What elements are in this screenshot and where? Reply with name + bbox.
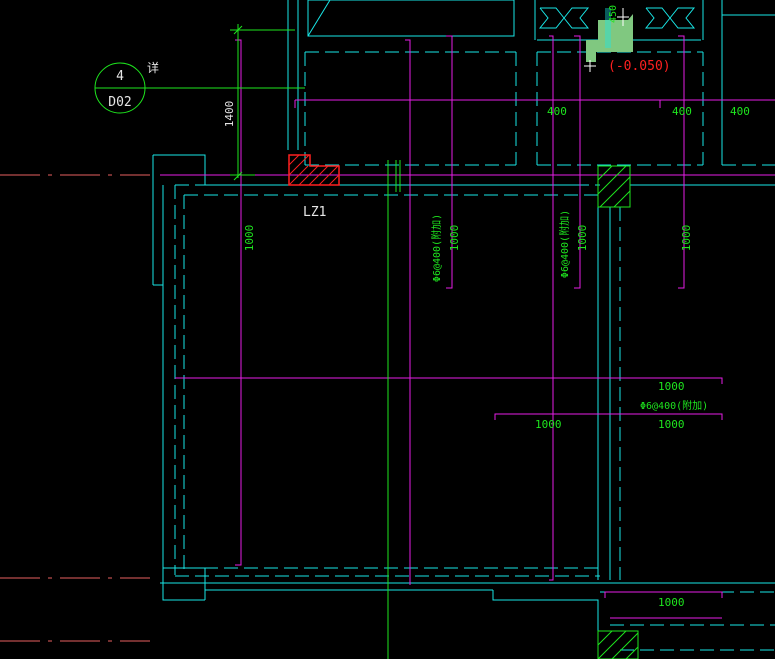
rebar-len-h2: 1000 bbox=[535, 418, 562, 431]
rebar-v-4 bbox=[549, 35, 554, 581]
dim-vertical-1400: 1400 bbox=[223, 101, 236, 128]
zigzag-1 bbox=[538, 7, 590, 29]
col-hatch-7 bbox=[611, 632, 639, 659]
rebar-len-v4: 1000 bbox=[680, 225, 693, 252]
rebar-spec-v2: Φ6@400(附加) bbox=[558, 210, 571, 278]
level-label: (-0.050) bbox=[608, 59, 671, 74]
text-labels: LZ1 (-0.050) 400 400 400 1400 450 1000 1… bbox=[223, 5, 750, 609]
column-hatches bbox=[597, 165, 639, 659]
col-hatch-1 bbox=[597, 165, 613, 181]
wall-left-outer-lower bbox=[153, 284, 205, 601]
wall-top-room-diagonal bbox=[307, 0, 331, 37]
col-hatch-2 bbox=[597, 165, 627, 195]
selection-grip[interactable] bbox=[605, 8, 611, 48]
detail-callout[interactable]: 4 D02 详 bbox=[94, 60, 159, 114]
hatch-4 bbox=[298, 165, 319, 186]
hatch-5 bbox=[308, 165, 329, 186]
rebar-lines bbox=[160, 35, 775, 619]
rebar-len-h3: 1000 bbox=[658, 418, 685, 431]
rebar-v-3 bbox=[446, 35, 453, 289]
col-hatch-3 bbox=[599, 176, 631, 208]
rebar-v-2 bbox=[405, 39, 411, 585]
selected-element[interactable] bbox=[584, 8, 633, 72]
wall-top-room bbox=[307, 0, 515, 37]
hatch-2 bbox=[288, 154, 310, 176]
zigzag-2 bbox=[644, 7, 696, 29]
selection-fill bbox=[586, 14, 633, 62]
rebar-h-bottom bbox=[604, 591, 723, 598]
callout-suffix: 详 bbox=[147, 60, 159, 75]
rebar-len-h4: 1000 bbox=[658, 596, 685, 609]
beam-hatch bbox=[288, 154, 340, 186]
rebar-len-v2: 1000 bbox=[448, 225, 461, 252]
dim-top-width-right: 400 bbox=[730, 105, 750, 118]
rebar-len-v3: 1000 bbox=[576, 225, 589, 252]
rebar-len-h1: 1000 bbox=[658, 380, 685, 393]
dim-tick-bottom bbox=[233, 171, 243, 181]
beam-lz1[interactable] bbox=[288, 154, 340, 186]
rebar-h-mid-2 bbox=[494, 413, 723, 420]
callout-sheet: D02 bbox=[108, 95, 131, 110]
rebar-spec-v1: Φ6@400(附加) bbox=[430, 214, 443, 282]
dim-tick-top bbox=[233, 25, 243, 35]
rebar-h-mid bbox=[175, 377, 723, 384]
hatch-7 bbox=[328, 174, 340, 186]
wall-top-outer bbox=[153, 154, 583, 186]
col-hatch-8 bbox=[625, 646, 639, 659]
rebar-len-v1: 1000 bbox=[243, 225, 256, 252]
col-hatch-6 bbox=[597, 630, 627, 659]
dimension-lines bbox=[120, 24, 401, 659]
hatch-6 bbox=[318, 165, 339, 186]
beam-label: LZ1 bbox=[303, 205, 326, 220]
hatch-1 bbox=[288, 154, 300, 166]
rebar-v-6 bbox=[678, 35, 685, 289]
dim-top-small: 450 bbox=[608, 5, 619, 23]
hatch-3 bbox=[288, 165, 309, 186]
axis-lines bbox=[0, 174, 150, 642]
rebar-spec-h1: Φ6@400(附加) bbox=[640, 399, 708, 412]
rebar-v-5 bbox=[574, 35, 581, 289]
wall-bottom-right bbox=[492, 590, 599, 659]
top-zigzag-strip bbox=[538, 7, 696, 29]
dim-top-width-mid: 400 bbox=[672, 105, 692, 118]
dim-top-width-left: 400 bbox=[547, 105, 567, 118]
col-hatch-5 bbox=[597, 630, 613, 646]
col-hatch-4 bbox=[613, 190, 631, 208]
callout-number: 4 bbox=[116, 69, 124, 84]
